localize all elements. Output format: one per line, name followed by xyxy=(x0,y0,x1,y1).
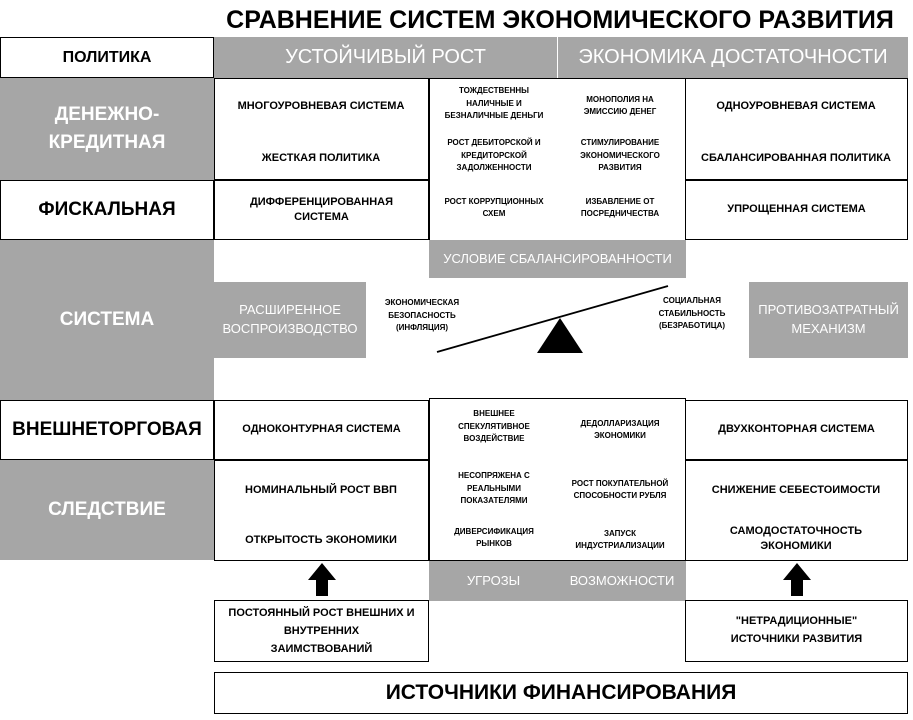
header-policy: ПОЛИТИКА xyxy=(0,37,214,78)
financing-sources-box: ИСТОЧНИКИ ФИНАНСИРОВАНИЯ xyxy=(214,672,908,714)
diagram-title: СРАВНЕНИЕ СИСТЕМ ЭКОНОМИЧЕСКОГО РАЗВИТИЯ xyxy=(226,5,894,34)
consequence-right-box: СНИЖЕНИЕ СЕБЕСТОИМОСТИ САМОДОСТАТОЧНОСТЬ… xyxy=(685,460,908,561)
row-label-fiscal: ФИСКАЛЬНАЯ xyxy=(0,180,214,240)
center-top-right-3: ИЗБАВЛЕНИЕ ОТ ПОСРЕДНИЧЕСТВА xyxy=(580,196,660,218)
header-sufficiency-economy: ЭКОНОМИКА ДОСТАТОЧНОСТИ xyxy=(558,37,908,78)
center-top-right-1: МОНОПОЛИЯ НА ЭМИССИЮ ДЕНЕГ xyxy=(583,94,657,116)
economic-security-label: ЭКОНОМИЧЕСКАЯ БЕЗОПАСНОСТЬ (ИНФЛЯЦИЯ) xyxy=(384,298,460,333)
center-top-right-2: СТИМУЛИРОВАНИЕ ЭКОНОМИЧЕСКОГО РАЗВИТИЯ xyxy=(580,138,660,173)
arrow-up-left xyxy=(308,563,336,596)
system-left-extended-reproduction: РАСШИРЕННОЕ ВОСПРОИЗВОДСТВО xyxy=(214,282,366,358)
center-top-left-3: РОСТ КОРРУПЦИОННЫХ СХЕМ xyxy=(444,196,544,218)
source-left-borrowings: ПОСТОЯННЫЙ РОСТ ВНЕШНИХ И ВНУТРЕННИХ ЗАИ… xyxy=(214,600,429,662)
foreign-trade-left-box: ОДНОКОНТУРНАЯ СИСТЕМА xyxy=(214,400,429,460)
row-label-monetary: ДЕНЕЖНО- КРЕДИТНАЯ xyxy=(0,78,214,180)
monetary-right-single-level: ОДНОУРОВНЕВАЯ СИСТЕМА xyxy=(716,100,876,113)
center-bottom-box: ВНЕШНЕЕ СПЕКУЛЯТИВНОЕ ВОЗДЕЙСТВИЕ НЕСОПР… xyxy=(429,398,686,561)
source-right-nontraditional: "НЕТРАДИЦИОННЫЕ" ИСТОЧНИКИ РАЗВИТИЯ xyxy=(685,600,908,662)
system-right-anti-cost-mechanism: ПРОТИВОЗАТРАТНЫЙ МЕХАНИЗМ xyxy=(749,282,908,358)
fiscal-left-box: ДИФФЕРЕНЦИРОВАННАЯ СИСТЕМА xyxy=(214,180,429,240)
monetary-right-balanced-policy: СБАЛАНСИРОВАННАЯ ПОЛИТИКА xyxy=(701,152,891,165)
center-top-left-2: РОСТ ДЕБИТОРСКОЙ И КРЕДИТОРСКОЙ ЗАДОЛЖЕН… xyxy=(447,138,541,173)
row-label-foreign-trade: ВНЕШНЕТОРГОВАЯ xyxy=(0,400,214,460)
social-stability-label: СОЦИАЛЬНАЯ СТАБИЛЬНОСТЬ (БЕЗРАБОТИЦА) xyxy=(658,296,726,331)
center-bottom-right-3: ЗАПУСК ИНДУСТРИАЛИЗАЦИИ xyxy=(575,528,665,550)
header-sustainable-growth: УСТОЙЧИВЫЙ РОСТ xyxy=(214,37,557,78)
monetary-left-multilevel: МНОГОУРОВНЕВАЯ СИСТЕМА xyxy=(237,100,405,113)
foreign-trade-right-box: ДВУХКОНТОРНАЯ СИСТЕМА xyxy=(685,400,908,460)
consequence-right-cost-reduction: СНИЖЕНИЕ СЕБЕСТОИМОСТИ xyxy=(711,484,881,497)
fiscal-right-box: УПРОЩЕННАЯ СИСТЕМА xyxy=(685,180,908,240)
monetary-right-box: ОДНОУРОВНЕВАЯ СИСТЕМА СБАЛАНСИРОВАННАЯ П… xyxy=(685,78,908,180)
balance-fulcrum xyxy=(537,318,583,353)
consequence-left-nominal-gdp: НОМИНАЛЬНЫЙ РОСТ ВВП xyxy=(245,484,397,497)
consequence-right-self-sufficiency: САМОДОСТАТОЧНОСТЬ ЭКОНОМИКИ xyxy=(729,524,863,552)
consequence-left-openness: ОТКРЫТОСТЬ ЭКОНОМИКИ xyxy=(245,534,397,547)
center-bottom-left-2: НЕСОПРЯЖЕНА С РЕАЛЬНЫМИ ПОКАЗАТЕЛЯМИ xyxy=(458,471,530,506)
center-bottom-left-1: ВНЕШНЕЕ СПЕКУЛЯТИВНОЕ ВОЗДЕЙСТВИЕ xyxy=(458,409,530,444)
center-top-box: ТОЖДЕСТВЕННЫ НАЛИЧНЫЕ И БЕЗНАЛИЧНЫЕ ДЕНЬ… xyxy=(429,78,686,241)
row-label-system: СИСТЕМА xyxy=(0,240,214,400)
center-bottom-left-3: ДИВЕРСИФИКАЦИЯ РЫНКОВ xyxy=(454,526,534,548)
consequence-left-box: НОМИНАЛЬНЫЙ РОСТ ВВП ОТКРЫТОСТЬ ЭКОНОМИК… xyxy=(214,460,429,561)
arrow-up-right xyxy=(783,563,811,596)
opportunities-label: ВОЗМОЖНОСТИ xyxy=(558,561,686,601)
monetary-left-box: МНОГОУРОВНЕВАЯ СИСТЕМА ЖЕСТКАЯ ПОЛИТИКА xyxy=(214,78,429,180)
center-top-left-1: ТОЖДЕСТВЕННЫ НАЛИЧНЫЕ И БЕЗНАЛИЧНЫЕ ДЕНЬ… xyxy=(444,86,544,121)
center-bottom-right-1: ДЕДОЛЛАРИЗАЦИЯ ЭКОНОМИКИ xyxy=(580,418,660,440)
center-bottom-right-2: РОСТ ПОКУПАТЕЛЬНОЙ СПОСОБНОСТИ РУБЛЯ xyxy=(571,478,669,500)
monetary-left-strict-policy: ЖЕСТКАЯ ПОЛИТИКА xyxy=(261,152,381,165)
balance-condition-bar: УСЛОВИЕ СБАЛАНСИРОВАННОСТИ xyxy=(429,240,686,278)
row-label-consequence: СЛЕДСТВИЕ xyxy=(0,460,214,560)
threats-label: УГРОЗЫ xyxy=(429,561,558,601)
